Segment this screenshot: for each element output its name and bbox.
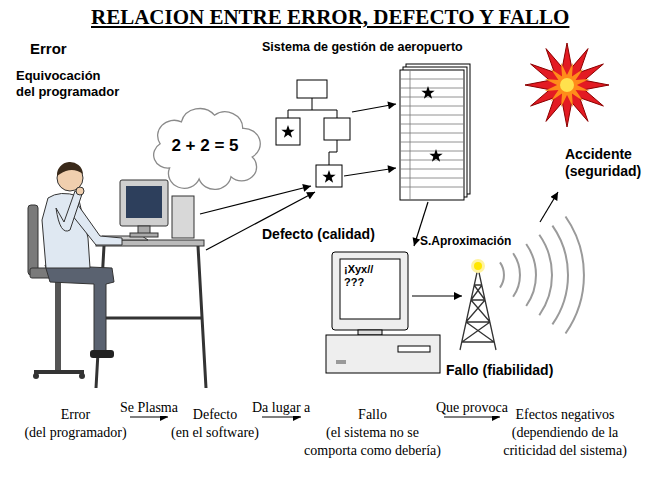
disk-slot: [398, 346, 430, 352]
stage-node: Error(del programador): [24, 406, 127, 442]
accident-burst-core: [539, 57, 596, 114]
document-lines: [400, 70, 464, 200]
programmer-hair: [57, 162, 83, 176]
programmer-arm: [56, 191, 82, 231]
beacon-light: [474, 262, 482, 270]
pointer-arrow: [412, 295, 462, 296]
flow-arrow: [130, 416, 168, 417]
computer-case: [326, 335, 440, 373]
stage-heading: Accidente (seguridad): [565, 146, 575, 180]
defect-star: [281, 125, 294, 138]
flowchart-box: [316, 165, 342, 187]
screen-text: ¡Xyx// ???: [344, 263, 354, 289]
stage-heading: Error: [30, 40, 67, 58]
defect-star: [421, 86, 434, 99]
pointer-arrow: [344, 168, 396, 176]
monitor-base: [130, 233, 158, 237]
pointer-arrow: [540, 192, 558, 222]
chair-wheel: [33, 373, 39, 379]
node-note: (del programador): [24, 424, 127, 442]
system-heading: Sistema de gestión de aeropuerto: [262, 40, 463, 55]
computer-monitor: [332, 252, 408, 330]
thought-cloud: 2 + 2 = 5: [146, 102, 264, 190]
pointer-arrow: [352, 104, 396, 112]
node-heading: Efectos negativos: [503, 406, 627, 424]
node-heading: 2 + 2 = 5: [171, 136, 238, 156]
stage-node: Defecto(en el software): [171, 406, 259, 442]
accident-center: [560, 78, 574, 92]
flowchart-box: [297, 80, 327, 98]
edge-label: Se Plasma: [119, 399, 179, 416]
edge-label: Que provoca: [435, 399, 509, 416]
node-note: (en el software): [171, 424, 259, 442]
flowchart-box: [276, 118, 300, 145]
case-button: [336, 360, 346, 364]
programmer-shoe: [90, 350, 114, 358]
accident-burst: [525, 43, 609, 127]
programmer-legs: [45, 265, 114, 352]
chair-base: [34, 370, 84, 374]
node-heading: Defecto: [171, 406, 259, 424]
cloud-shape: [154, 109, 261, 190]
flow-arrow: [262, 416, 301, 417]
computer-screen: [340, 259, 400, 319]
node-heading: Error: [24, 406, 127, 424]
chair-back: [28, 205, 38, 275]
chair-post: [55, 278, 61, 370]
node-note: (dependiendo de la criticidad del sistem…: [503, 424, 627, 460]
flow-arrow: [444, 416, 500, 417]
stage-heading: Defecto (calidad): [262, 226, 375, 243]
node-heading: Fallo: [304, 406, 441, 424]
programmer-arm: [72, 205, 122, 245]
desk-legs: [96, 246, 206, 388]
stage-node: Efectos negativos(dependiendo de la crit…: [503, 406, 627, 460]
computer-neck: [358, 330, 382, 335]
defect-star: [429, 149, 442, 162]
radio-waves: [500, 217, 584, 334]
pointer-arrow: [200, 186, 311, 214]
beacon-glow: [471, 259, 485, 273]
programmer-hand: [76, 187, 84, 195]
antenna-tower: [460, 268, 496, 350]
stage-note: Equivocación del programador: [16, 68, 120, 100]
stage-heading: Fallo (fiabilidad): [446, 362, 553, 379]
edge-label: Da lugar a: [251, 399, 311, 416]
document-sheet: [400, 70, 464, 200]
stage-node: Fallo(el sistema no se comporta como deb…: [304, 406, 441, 460]
monitor-screen: [126, 186, 162, 218]
computer-case: [172, 196, 194, 238]
system-heading: S.Aproximación: [420, 234, 511, 248]
monitor: [120, 180, 168, 226]
chair-wheel: [79, 373, 85, 379]
node-note: (el sistema no se comporta como debería): [304, 424, 441, 460]
diagram-title: RELACION ENTRE ERROR, DEFECTO Y FALLO: [91, 4, 569, 30]
defect-star: [322, 170, 335, 183]
flowchart-box: [324, 118, 350, 140]
